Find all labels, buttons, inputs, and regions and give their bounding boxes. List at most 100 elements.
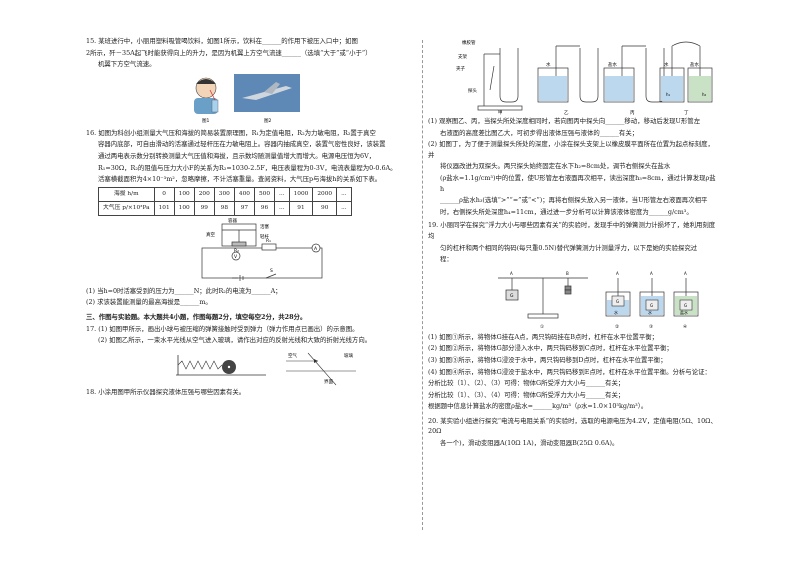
q16-line: 通过两电表示数分别转换测量大气压值和海拔，且示数均随测量值增大而增大。电源电压恒…	[98, 151, 376, 160]
q16-answer-line: (2) 求该装置能测量的最高海拔是______m。	[86, 298, 212, 307]
q18-line: ______ρ盐水h₃(选填“>”“=”或“<”)；再将右侧探头放入另一液体，当…	[440, 196, 708, 205]
question-16: 16. 如图为科创小组测量大气压和海拔的简易装置原理图，R₁为定值电阻，R₂为力…	[86, 128, 408, 185]
question-18-part-1: (1) 观察图乙、丙，当探头所处深度相同时，若向图丙中探头向______移动，移…	[428, 116, 718, 138]
fig-label: 探头	[468, 87, 477, 94]
q19-line: 程：	[440, 255, 453, 264]
question-17: 17. (1) 如图甲所示，画出小球与被压缩的弹簧接触时受到弹力（弹力作用点已画…	[86, 324, 408, 346]
table-cell: 500	[253, 186, 276, 202]
fig-label: A	[616, 271, 619, 276]
table-cell: 400	[233, 186, 255, 202]
q17-figures: 玻璃 空气 界面	[86, 347, 408, 387]
q20-line: 20. 某实验小组进行探究“电流与电阻关系”的实验时，选取的电源电压为4.2V，…	[428, 416, 717, 436]
q16-answers: (1) 当h=0时活塞受到的压力为______N；此时R₂的电流为______A…	[86, 286, 408, 308]
table-cell: 101	[153, 200, 175, 216]
q19-step: 分析比较（1）、（2）、（3）可得：物体G所受浮力大小与______有关；	[428, 379, 625, 388]
fig-label: 甲	[498, 110, 503, 116]
circuit-svg: V A 容器 活塞 真空 轻杆 R₂ R₁ S	[201, 217, 323, 281]
question-20: 20. 某实验小组进行探究“电流与电阻关系”的实验时，选取的电源电压为4.2V，…	[428, 416, 718, 449]
table-cell: 200	[193, 186, 215, 202]
fig-label: B	[566, 271, 569, 276]
q16-answer-line: (1) 当h=0时活塞受到的压力为______N；此时R₂的电流为______A…	[86, 286, 282, 295]
table-cell: 99	[193, 200, 215, 216]
table-cell: 97	[233, 200, 255, 216]
table-cell: 海拔 h/m	[98, 186, 155, 202]
pressure-gauge-figures: 橡胶管 支架 夹子 探头 水 盐水 水 盐水 h₁ h₂ 甲 乙 丙 丁	[428, 36, 718, 116]
lever-svg: G G G G A B A A A 水 水 盐水 ① ② ③ ④	[498, 271, 699, 330]
q19-step: (3) 如图③所示，将物体G浸没于水中，两只钩码移到D点时，杠杆在水平位置平衡；	[428, 355, 667, 364]
table-cell: 100	[173, 186, 195, 202]
table-row: 海拔 h/m 0 100 200 300 400 500 ... 1000 20…	[98, 186, 352, 202]
circuit-label: 真空	[206, 231, 215, 238]
fig-label: 图1	[202, 118, 209, 124]
question-18-stem: 18. 小涂用图甲所示仪器探究液体压强与哪些因素有关。	[86, 387, 246, 396]
fig-label: 空气	[288, 352, 297, 359]
q19-step: (4) 如图④所示，将物体G浸没于盐水中，两只钩码移到E点时，杠杆在水平位置平衡…	[428, 367, 711, 376]
q15-line: 15. 某班进行中，小丽用塑料吸管喝饮料，如图1所示，饮料在______的作用下…	[86, 37, 358, 45]
boy-drinking-figure	[194, 77, 219, 114]
q18-line: 右液面的高度差比图乙大，可初步得出液体压强与液体的______有关；	[440, 128, 639, 137]
fig-label: ②	[615, 324, 619, 330]
ammeter-icon: A	[314, 246, 318, 252]
q18-line: (2) 如图丁，为了便于测量探头所处的深度，小涂在探头支架上以橡皮膜平面所在位置…	[428, 140, 714, 159]
fig-label: 橡胶管	[462, 39, 476, 46]
table-cell: 0	[153, 186, 175, 202]
fig-label: 图2	[264, 118, 271, 124]
table-cell: 1000	[288, 186, 314, 202]
q19-step: 分析比较（1）、（3）、（4）可得：物体G所受浮力大小与______有关；	[428, 390, 625, 399]
q18-line: (ρ盐水=1.1g/cm³)中的位置，使U形管左右液面再次相平，读出深度h₃=8…	[440, 173, 716, 193]
q18-line: (1) 观察图乙、丙，当探头所处深度相同时，若向图丙中探头向______移动，移…	[428, 117, 701, 125]
fig-label: A	[684, 271, 687, 276]
fig-label: ①	[540, 324, 544, 330]
table-cell: ...	[274, 200, 290, 216]
fig-label: h₂	[702, 92, 707, 97]
fig-label: 水	[648, 309, 652, 315]
table-cell: ...	[274, 186, 290, 202]
fig-label: h₁	[666, 92, 671, 97]
fig-label: 界面	[324, 379, 333, 385]
question-19: 19. 小丽同学在探究“浮力大小与哪些因素有关”的实验时，发现手中的弹簧测力计损…	[428, 220, 718, 264]
circuit-label: 轻杆	[260, 233, 269, 240]
table-cell: 100	[173, 200, 195, 216]
q19-steps: (1) 如图①所示，将物体G挂在A点，两只钩码挂在B点时，杠杆在水平位置平衡； …	[428, 332, 718, 412]
fig-label: 水	[614, 309, 618, 315]
fig-label: 丙	[630, 110, 635, 116]
q20-line: 各一个)，滑动变阻器A(10Ω 1A)，滑动变阻器B(25Ω 0.6A)。	[440, 439, 619, 448]
right-column: 橡胶管 支架 夹子 探头 水 盐水 水 盐水 h₁ h₂ 甲 乙 丙 丁 (1)…	[428, 36, 718, 450]
refraction-figure: 玻璃 空气 界面	[286, 352, 356, 385]
lever-figures: G G G G A B A A A 水 水 盐水 ① ② ③ ④	[428, 266, 718, 332]
q16-line: 16. 如图为科创小组测量大气压和海拔的简易装置原理图，R₁为定值电阻，R₂为力…	[86, 128, 376, 137]
column-divider	[422, 40, 423, 530]
fig-label: 盐水	[680, 309, 688, 315]
fig-label: 夹子	[456, 65, 465, 72]
q18-line: 将仪器改进为双探头。两只探头始终固定在水下h₂=8cm处，调节右侧探头在盐水	[440, 162, 671, 171]
fig-label: 玻璃	[344, 352, 353, 359]
fig-label: 水	[664, 61, 669, 68]
section-3-heading: 三、作图与实验题。本大题共4小题，作图每题2分，填空每空2分，共28分。	[86, 312, 307, 321]
fig-label: ④	[683, 324, 687, 330]
fig-label: 支架	[458, 53, 467, 60]
q17-svg: 玻璃 空气 界面	[176, 352, 356, 385]
q15-line: 2所示，歼－35A起飞时能获得向上的升力，是因为机翼上方空气流速______（选…	[86, 48, 372, 57]
q15-figure-svg: 图1 图2	[194, 73, 300, 124]
q19-line: 19. 小丽同学在探究“浮力大小与哪些因素有关”的实验时，发现手中的弹簧测力计损…	[428, 221, 716, 240]
q17-line: (2) 如图乙所示，一束水平光线从空气进入玻璃，请作出对应的反射光线和大致的折射…	[98, 336, 372, 345]
fig-label: G	[650, 303, 653, 308]
table-cell: 98	[213, 200, 235, 216]
fig-label: G	[510, 293, 514, 299]
q19-step: (1) 如图①所示，将物体G挂在A点，两只钩码挂在B点时，杠杆在水平位置平衡；	[428, 332, 658, 341]
fig-label: 盐水	[608, 61, 617, 68]
circuit-label: 活塞	[260, 223, 269, 230]
fig-label: A	[650, 271, 653, 276]
table-cell: 90	[312, 200, 338, 216]
table-cell: 2000	[312, 186, 338, 202]
fig-label: A	[510, 271, 513, 276]
spring-ball-figure	[176, 354, 266, 376]
q19-step: 根据题中信息计算盐水的密度ρ盐水=______kg/m³（ρ水=1.0×10³k…	[428, 402, 648, 411]
table-cell: 91	[288, 200, 314, 216]
q16-line: R₁=30Ω，R₂的阻值与压力大小F的关系为R₂=1030-2.5F，电压表量程…	[98, 163, 397, 172]
q17-line: 17. (1) 如图甲所示，画出小球与被压缩的弹簧接触时受到弹力（弹力作用点已画…	[86, 324, 359, 333]
circuit-diagram: V A 容器 活塞 真空 轻杆 R₂ R₁ S	[86, 217, 408, 286]
table-cell: 大气压 p/×10³Pa	[98, 200, 155, 216]
q16-line: 活塞横截面积为4×10⁻³m²，忽略摩擦，不计活塞重量。查阅资料，大气压p与海拔…	[98, 175, 382, 184]
circuit-label: 容器	[228, 218, 237, 224]
